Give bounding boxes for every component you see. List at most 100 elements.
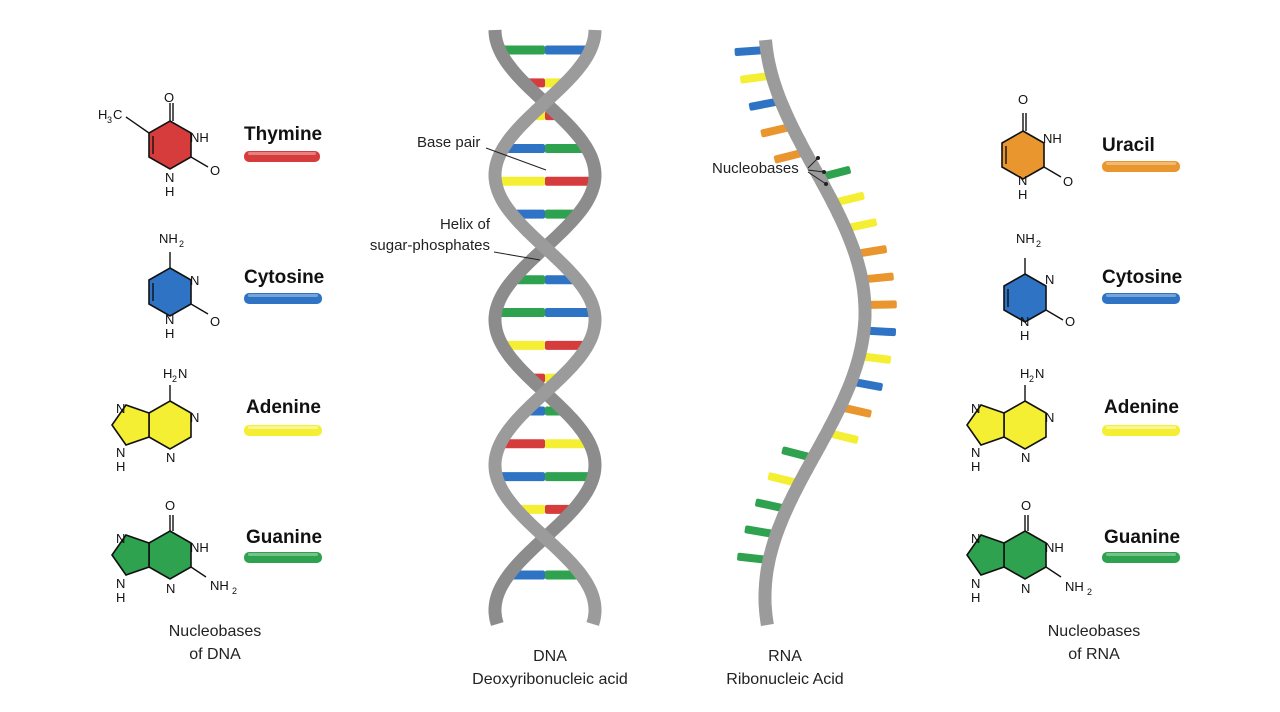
dna-base-mark [545, 340, 588, 350]
atom-label: N [1018, 173, 1027, 188]
dna-base-pair [503, 143, 587, 153]
atom-label: H [1020, 328, 1029, 343]
rna-single-strand [734, 39, 897, 627]
caption-line: Nucleobases [1047, 623, 1141, 640]
caption-line: of DNA [189, 646, 241, 663]
dna-backbone-strand [488, 29, 602, 626]
guanine-label: Guanine [246, 527, 323, 548]
caption-line: Nucleobases [168, 623, 262, 640]
atom-label: N [1020, 314, 1029, 329]
caption-line: Ribonucleic Acid [726, 671, 844, 688]
annotation-line: Helix of [439, 216, 490, 233]
adenine-molecule-icon: H 2 N N N N N H [966, 366, 1054, 474]
dna-base-pair [495, 308, 595, 317]
rna-base-mark [865, 272, 894, 283]
uracil-legend-pill [1102, 161, 1180, 172]
atom-label: NH [159, 231, 178, 246]
atom-label: O [210, 314, 220, 329]
rna-base-mark [740, 72, 769, 84]
rna-nucleobases [734, 46, 897, 564]
uracil-molecule-icon: O NH O N H [1001, 92, 1073, 202]
atom-label: H [163, 366, 172, 381]
atom-label: H [165, 184, 174, 199]
atom-label: NH [1065, 579, 1084, 594]
atom-label: O [1021, 498, 1031, 513]
atom-label: H [116, 459, 125, 474]
atom-label: NH [190, 540, 209, 555]
rna-base-mark [767, 472, 796, 487]
guanine-legend-pill [244, 552, 322, 563]
atom-label: N [971, 576, 980, 591]
rna-base-mark [744, 525, 773, 538]
rna-base-mark [848, 218, 878, 232]
atom-label: O [1063, 174, 1073, 189]
adenine-label: Adenine [1104, 397, 1179, 418]
atom-label: N [190, 273, 199, 288]
dna-base-mark [500, 439, 545, 449]
dna-base-pair [500, 439, 590, 449]
helix-annotation: Helix of sugar-phosphates [346, 214, 490, 256]
atom-label: H [1018, 187, 1027, 202]
adenine-legend-pill [1102, 425, 1180, 436]
atom-label: N [116, 401, 125, 416]
atom-label: H [98, 107, 107, 122]
atom-label: N [1045, 410, 1054, 425]
base-pair-annotation: Base pair [417, 134, 481, 151]
atom-label: N [166, 581, 175, 596]
atom-label: H [971, 590, 980, 605]
atom-label: N [178, 366, 187, 381]
base-pair-pointer [485, 147, 547, 171]
atom-label: 3 [107, 115, 112, 125]
rna-base-mark [760, 123, 789, 138]
dna-base-mark [545, 143, 587, 153]
atom-label: 2 [1029, 374, 1034, 384]
atom-label: O [164, 90, 174, 105]
atom-label: O [1018, 92, 1028, 107]
atom-label: N [971, 531, 980, 546]
atom-label: N [1045, 272, 1054, 287]
cytosine-molecule-icon: NH 2 N O N H [148, 231, 220, 341]
atom-label: 2 [1087, 587, 1092, 597]
atom-label: N [116, 445, 125, 460]
rna-base-mark [781, 446, 810, 461]
rna-base-mark [862, 352, 892, 364]
atom-label: N [116, 576, 125, 591]
cytosine-legend-pill [244, 293, 322, 304]
adenine-molecule-icon: H 2 N N N N N H [111, 366, 199, 474]
dna-base-mark [496, 472, 545, 482]
rna-caption: RNA Ribonucleic Acid [685, 645, 885, 691]
atom-label: N [1021, 581, 1030, 596]
atom-label: N [971, 445, 980, 460]
dna-nucleobases-caption: Nucleobases of DNA [130, 620, 300, 666]
dna-base-mark [545, 176, 595, 186]
dna-base-mark [495, 308, 545, 317]
rna-base-mark [843, 404, 872, 418]
atom-label: H [971, 459, 980, 474]
cytosine-label: Cytosine [1102, 267, 1183, 288]
atom-label: O [1065, 314, 1075, 329]
rna-base-mark [868, 300, 897, 309]
dna-base-mark [545, 45, 591, 55]
atom-label: NH [210, 578, 229, 593]
guanine-label: Guanine [1104, 527, 1181, 548]
rna-base-mark [737, 552, 766, 564]
rna-base-mark [748, 98, 778, 111]
atom-label: O [165, 498, 175, 513]
rna-backbone-strand [758, 39, 872, 627]
dna-base-mark [503, 143, 545, 153]
atom-label: NH [1045, 540, 1064, 555]
thymine-label: Thymine [244, 124, 323, 145]
atom-label: H [116, 590, 125, 605]
rna-base-mark [734, 46, 763, 57]
caption-line: Deoxyribonucleic acid [472, 671, 628, 688]
dna-base-mark [545, 308, 595, 317]
dna-base-mark [499, 45, 545, 55]
cytosine-legend-pill [1102, 293, 1180, 304]
atom-label: O [210, 163, 220, 178]
dna-base-mark [495, 176, 545, 186]
dna-caption: DNA Deoxyribonucleic acid [440, 645, 660, 691]
dna-base-mark [502, 340, 545, 350]
atom-label: NH [1043, 131, 1062, 146]
atom-label: N [165, 312, 174, 327]
